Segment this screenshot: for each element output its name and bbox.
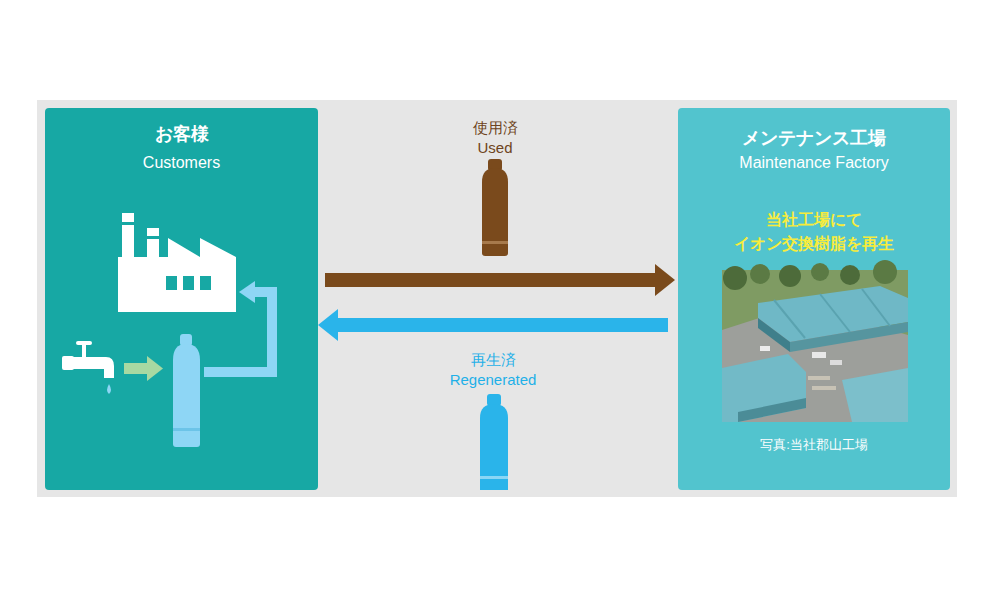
factory-photo (758, 286, 908, 342)
inflow-arrow (124, 363, 148, 374)
supply-arrow (204, 281, 272, 372)
factory-icon (147, 236, 159, 239)
regenerated-cylinder (480, 404, 508, 490)
box-subheading: Maintenance Factory (739, 152, 888, 174)
factory-photo (842, 368, 908, 422)
used-cylinder (482, 168, 508, 256)
factory-icon (122, 213, 134, 260)
factory-photo (722, 354, 806, 422)
used-cylinder (488, 159, 502, 171)
box-subheading: Customers (143, 152, 220, 174)
used-cylinder (482, 159, 508, 256)
resin-cylinder (173, 428, 200, 431)
factory-photo (774, 300, 805, 338)
factory-photo (722, 260, 908, 422)
resin-cylinder (180, 334, 192, 346)
factory-photo (790, 322, 908, 352)
regenerated-cylinder (480, 476, 508, 479)
box-heading: お客様 (155, 122, 209, 146)
factory-photo (779, 265, 801, 287)
arrow-head (655, 264, 675, 296)
factory-photo (758, 318, 790, 352)
box-heading: メンテナンス工場 (742, 126, 886, 150)
faucet-icon (72, 357, 114, 378)
flow-arrow (325, 264, 675, 296)
resin-cylinder (173, 344, 200, 447)
edge-label: 使用済 Used (459, 118, 531, 158)
inflow-arrow (124, 356, 163, 381)
factory-icon (118, 238, 236, 312)
arrow-shaft (325, 273, 656, 287)
grey-panel (37, 100, 957, 497)
used-cylinder (482, 241, 508, 244)
regenerated-cylinder (487, 394, 501, 406)
flow-arrow (318, 309, 668, 341)
factory-icon (122, 222, 134, 225)
regenerated-cylinder (480, 394, 508, 490)
inflow-arrow (147, 356, 163, 381)
edge-label: 再生済 Regenerated (433, 350, 553, 390)
resin-cylinder (173, 334, 200, 447)
highlight-note: 当社工場にて イオン交換樹脂を再生 (709, 208, 919, 256)
supply-arrow (204, 292, 272, 372)
factory-photo (738, 398, 806, 422)
factory-photo (722, 305, 908, 422)
factory-photo (873, 260, 897, 284)
photo-caption: 写真:当社郡山工場 (760, 434, 868, 456)
faucet-icon (76, 341, 92, 345)
faucet-icon (62, 356, 74, 370)
factory-photo (750, 264, 770, 284)
factory-icon (166, 276, 177, 290)
factory-photo (812, 386, 836, 390)
factory-photo (760, 346, 770, 351)
arrow-shaft (337, 318, 668, 332)
factory-photo (840, 265, 860, 285)
factory-photo (808, 376, 830, 380)
faucet-icon (107, 384, 111, 394)
factory-photo (723, 266, 747, 290)
factory-photo (812, 352, 826, 358)
arrow-head (318, 309, 338, 341)
faucet-icon (82, 343, 86, 357)
factory-photo (811, 263, 829, 281)
supply-arrow (239, 281, 255, 303)
customer-box: お客様 Customers (45, 108, 318, 490)
factory-box: メンテナンス工場Maintenance Factory 当社工場にて イオン交換樹… (678, 108, 950, 490)
factory-icon (147, 228, 159, 260)
factory-icon (118, 213, 236, 312)
factory-icon (200, 276, 211, 290)
factory-photo (722, 270, 908, 422)
faucet-icon (62, 341, 114, 394)
factory-photo (862, 289, 890, 326)
factory-icon (183, 276, 194, 290)
factory-photo (830, 360, 842, 365)
factory-photo (820, 294, 850, 332)
